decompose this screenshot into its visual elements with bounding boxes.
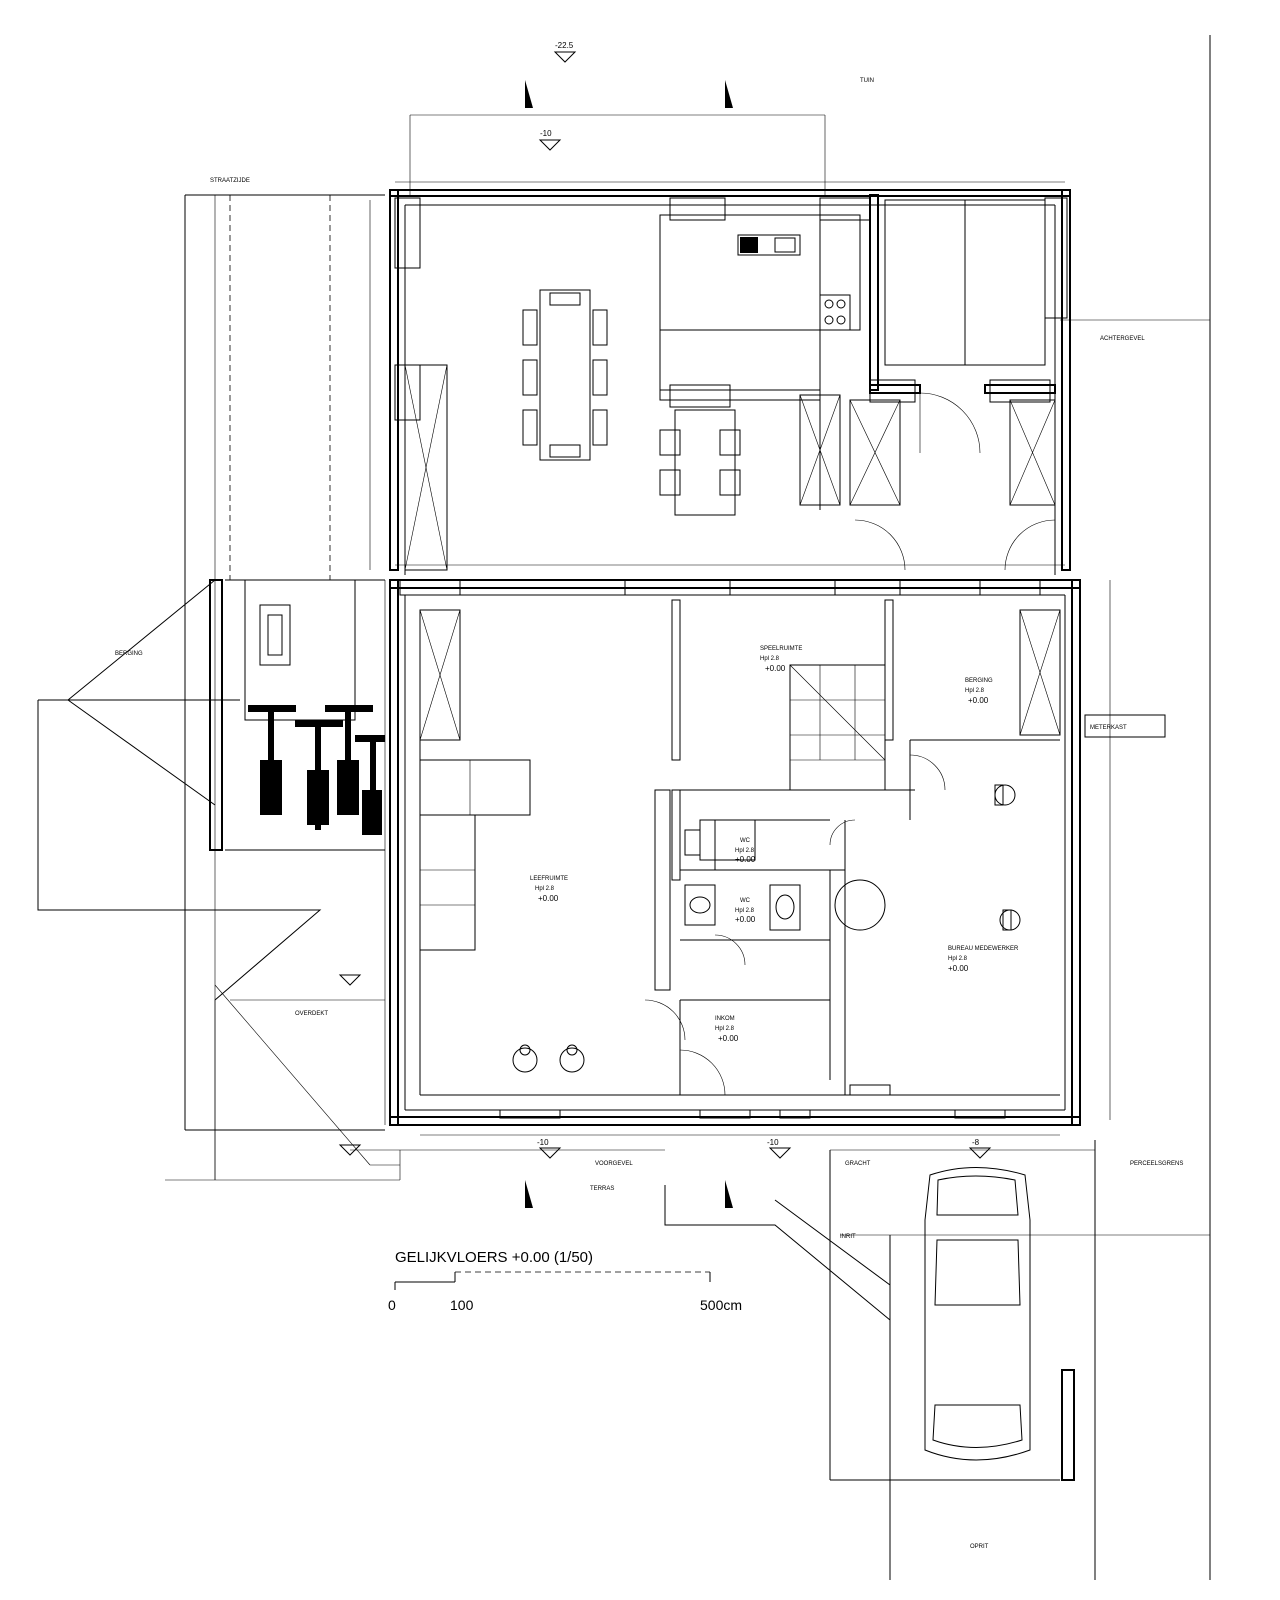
walls-rear-annex — [389, 189, 1071, 575]
room-level-inkom: +0.00 — [718, 1034, 739, 1043]
label-meterkast: METERKAST — [1090, 725, 1127, 731]
driveway — [664, 1149, 1095, 1481]
car — [924, 1167, 1031, 1461]
label-gracht: GRACHT — [845, 1161, 871, 1167]
room-height-bureau: Hpl 2.8 — [948, 956, 968, 962]
label-achtergevel: ACHTERGEVEL — [1100, 336, 1145, 342]
room-name-wc2: WC — [740, 898, 751, 904]
meterkast-box — [1084, 714, 1166, 738]
room-name-inkom: INKOM — [715, 1016, 735, 1022]
room-name-bureau: BUREAU MEDEWERKER — [948, 946, 1019, 952]
label-perceelsgrens: PERCEELSGRENS — [1130, 1161, 1183, 1167]
room-height-berging: Hpl 2.8 — [965, 688, 985, 694]
label-voorgevel: VOORGEVEL — [595, 1161, 633, 1167]
scale-start: 0 — [388, 1297, 396, 1313]
diagonal-hatch-left — [37, 579, 400, 1180]
room-level-speelruimte: +0.00 — [765, 664, 786, 673]
dining-table — [522, 289, 608, 461]
kitchen-island — [659, 409, 741, 516]
walls-main — [389, 579, 1081, 1126]
level-mark-top: -22.5 — [555, 41, 574, 50]
room-name-wc1: WC — [740, 838, 751, 844]
room-level-berging: +0.00 — [968, 696, 989, 705]
label-overdekt: OVERDEKT — [295, 1011, 328, 1017]
plant-pots — [512, 1044, 585, 1073]
level-mark-front-mid: -10 — [767, 1138, 779, 1147]
room-height-leefruimte: Hpl 2.8 — [535, 886, 555, 892]
dimension-lines — [369, 114, 1111, 1136]
level-mark-front-left: -10 — [537, 1138, 549, 1147]
site-lines — [165, 35, 1211, 1580]
wc-fixtures — [684, 819, 801, 931]
room-name-speelruimte: SPEELRUIMTE — [760, 646, 802, 652]
room-height-inkom: Hpl 2.8 — [715, 1026, 735, 1032]
room-height-wc1: Hpl 2.8 — [735, 848, 755, 854]
section-markers — [525, 80, 733, 1208]
room-name-berging: BERGING — [965, 678, 993, 684]
room-height-wc2: Hpl 2.8 — [735, 908, 755, 914]
label-inrit: INRIT — [840, 1234, 856, 1240]
room-level-wc1: +0.00 — [735, 855, 756, 864]
round-table — [834, 784, 1021, 931]
room-level-leefruimte: +0.00 — [538, 894, 559, 903]
drawing-title: GELIJKVLOERS +0.00 (1/50) — [395, 1249, 593, 1266]
label-straat: STRAATZIJDE — [210, 178, 250, 184]
bike-storage — [209, 579, 385, 851]
level-markers — [338, 51, 992, 1159]
door-swings — [644, 754, 946, 1096]
level-mark-rear: -10 — [540, 129, 552, 138]
sofa — [419, 759, 531, 951]
scale-bar — [394, 1271, 711, 1290]
room-level-wc2: +0.00 — [735, 915, 756, 924]
room-level-bureau: +0.00 — [948, 964, 969, 973]
level-mark-front-right: -8 — [972, 1138, 980, 1147]
label-terras: TERRAS — [590, 1186, 614, 1192]
scale-end: 500cm — [700, 1297, 742, 1313]
room-height-speelruimte: Hpl 2.8 — [760, 656, 780, 662]
scale-mid: 100 — [450, 1297, 474, 1313]
label-berging-fietsen: BERGING — [115, 651, 143, 657]
room-name-leefruimte: LEEFRUIMTE — [530, 876, 568, 882]
label-oprit: OPRIT — [970, 1544, 989, 1550]
bikes — [248, 705, 385, 835]
label-tuin: TUIN — [860, 78, 874, 84]
